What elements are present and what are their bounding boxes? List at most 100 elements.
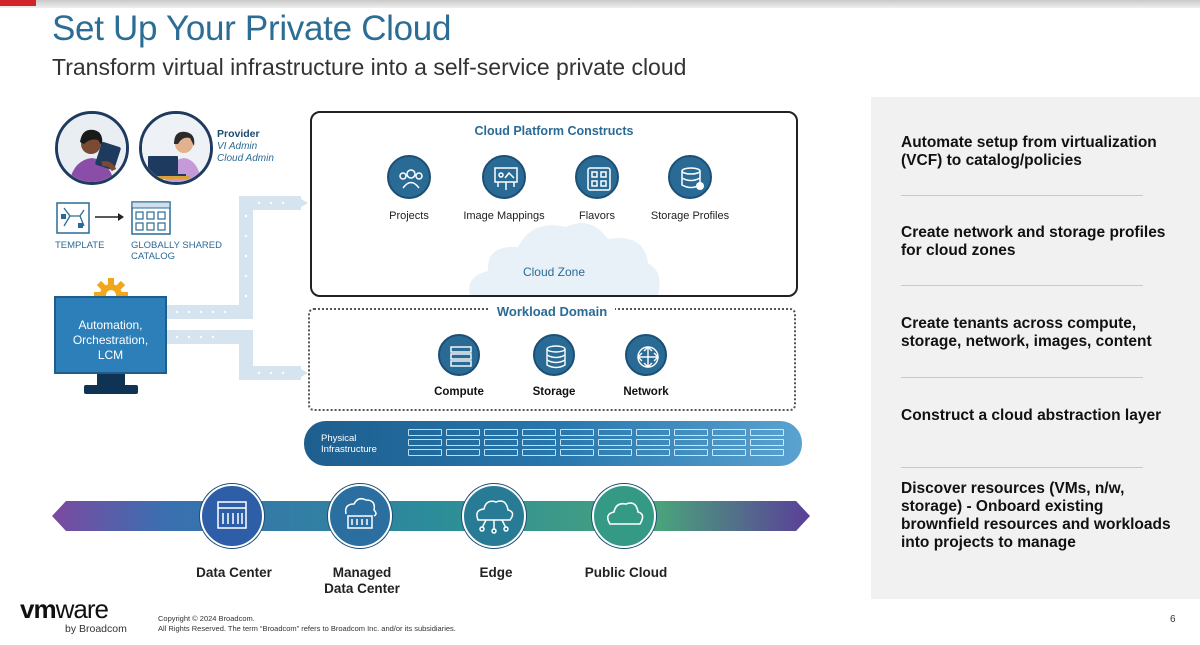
workload-compute: Compute — [414, 334, 504, 398]
flow-connector-upper-h — [167, 305, 247, 319]
panel-item: Create tenants across compute, storage, … — [901, 315, 1152, 350]
location-edge — [462, 484, 526, 548]
arrow-head-upper — [296, 196, 308, 210]
catalog-label-line1: GLOBALLY SHARED — [131, 240, 222, 251]
copyright-line1: Copyright © 2024 Broadcom. — [158, 614, 255, 623]
rack-slot — [522, 429, 556, 436]
location-label-managed: Managed Data Center — [324, 565, 400, 596]
panel-item: Automate setup from virtualization (VCF)… — [901, 134, 1157, 169]
physical-infrastructure-label: Physical Infrastructure — [321, 433, 377, 455]
managed-datacenter-icon — [344, 497, 377, 529]
rack-slot — [408, 449, 442, 456]
workload-storage: Storage — [509, 334, 599, 398]
construct-storage-profiles: Storage Profiles — [635, 155, 745, 222]
flow-dots — [175, 201, 285, 375]
cloud-zone-label: Cloud Zone — [522, 265, 586, 279]
panel-divider — [901, 285, 1143, 286]
rack-slot — [674, 439, 708, 446]
person-tablet-icon — [58, 114, 126, 182]
server-rack-grid — [408, 429, 848, 458]
location-label-data-center: Data Center — [196, 565, 272, 580]
template-label: TEMPLATE — [55, 240, 105, 251]
top-bar — [0, 0, 1200, 8]
page-subtitle: Transform virtual infrastructure into a … — [52, 54, 687, 80]
catalog-grid-icon — [131, 201, 171, 235]
rack-slot — [712, 449, 746, 456]
catalog-label: GLOBALLY SHARED CATALOG — [131, 240, 222, 262]
construct-label: Projects — [389, 210, 429, 222]
provider-roles: Provider VI Admin Cloud Admin — [217, 128, 274, 165]
automation-monitor: Automation, Orchestration, LCM — [54, 296, 167, 374]
cloud-platform-title: Cloud Platform Constructs — [474, 124, 634, 138]
person-laptop-icon — [142, 114, 210, 182]
benefits-panel: Automate setup from virtualization (VCF)… — [871, 97, 1200, 599]
rack-slot — [408, 429, 442, 436]
automation-line3: LCM — [97, 348, 124, 362]
rack-slot — [674, 429, 708, 436]
rack-slot — [408, 439, 442, 446]
monitor-neck — [97, 374, 125, 386]
provider-vi-admin: VI Admin — [217, 141, 258, 152]
rack-slot — [560, 429, 594, 436]
physical-infrastructure-bar: Physical Infrastructure — [304, 421, 802, 466]
location-label-edge: Edge — [479, 565, 513, 580]
panel-divider — [901, 467, 1143, 468]
flow-connector-lower-h — [167, 330, 247, 344]
image-mapping-icon — [494, 167, 518, 190]
construct-label: Image Mappings — [463, 210, 545, 222]
deployment-band — [52, 501, 810, 531]
physical-line2: Infrastructure — [321, 444, 377, 455]
flavors-icon — [587, 167, 611, 191]
workload-domain-title: Workload Domain — [488, 304, 616, 319]
rack-slot — [522, 439, 556, 446]
construct-label: Storage Profiles — [650, 210, 730, 222]
edge-cloud-icon — [476, 500, 514, 534]
admin-avatar-2 — [139, 111, 213, 185]
server-icon — [450, 346, 472, 367]
admin-avatar-1 — [55, 111, 129, 185]
catalog-label-line2: CATALOG — [131, 251, 175, 262]
broadcom-byline: by Broadcom — [65, 623, 127, 635]
physical-line1: Physical — [321, 433, 357, 444]
panel-item: Construct a cloud abstraction layer — [901, 407, 1162, 424]
rack-slot — [560, 439, 594, 446]
arrow-right-icon — [95, 213, 124, 221]
rack-slot — [750, 439, 784, 446]
automation-line1: Automation, — [78, 318, 143, 332]
database-icon — [546, 345, 566, 369]
monitor-base — [84, 385, 138, 394]
copyright-line2: All Rights Reserved. The term “Broadcom”… — [158, 624, 456, 633]
rack-slot — [598, 429, 632, 436]
rack-slot — [560, 449, 594, 456]
location-public-cloud — [592, 484, 656, 548]
panel-divider — [901, 195, 1143, 196]
rack-slot — [484, 439, 518, 446]
rack-slot — [598, 449, 632, 456]
construct-projects: Projects — [354, 155, 464, 222]
page-title: Set Up Your Private Cloud — [52, 9, 452, 48]
page-number: 6 — [1170, 614, 1176, 625]
rack-slot — [674, 449, 708, 456]
building-icon — [217, 501, 247, 529]
rack-slot — [598, 439, 632, 446]
rack-slot — [446, 449, 480, 456]
rack-slot — [712, 439, 746, 446]
construct-image-mappings: Image Mappings — [449, 155, 559, 222]
rack-slot — [484, 449, 518, 456]
workload-label: Network — [623, 386, 669, 398]
construct-flavors: Flavors — [542, 155, 652, 222]
arrow-head-lower — [296, 366, 308, 380]
users-icon — [399, 169, 423, 189]
provider-cloud-admin: Cloud Admin — [217, 153, 274, 164]
storage-profile-icon — [681, 167, 704, 190]
rack-slot — [446, 439, 480, 446]
rack-slot — [712, 429, 746, 436]
location-data-center — [200, 484, 264, 548]
panel-divider — [901, 377, 1143, 378]
location-label-public-cloud: Public Cloud — [584, 565, 668, 580]
workload-label: Storage — [532, 386, 576, 398]
rack-slot — [446, 429, 480, 436]
rack-slot — [636, 449, 670, 456]
workload-domain: Workload Domain Compute Storage Network — [308, 304, 796, 411]
flow-connector-upper-v — [239, 196, 253, 319]
